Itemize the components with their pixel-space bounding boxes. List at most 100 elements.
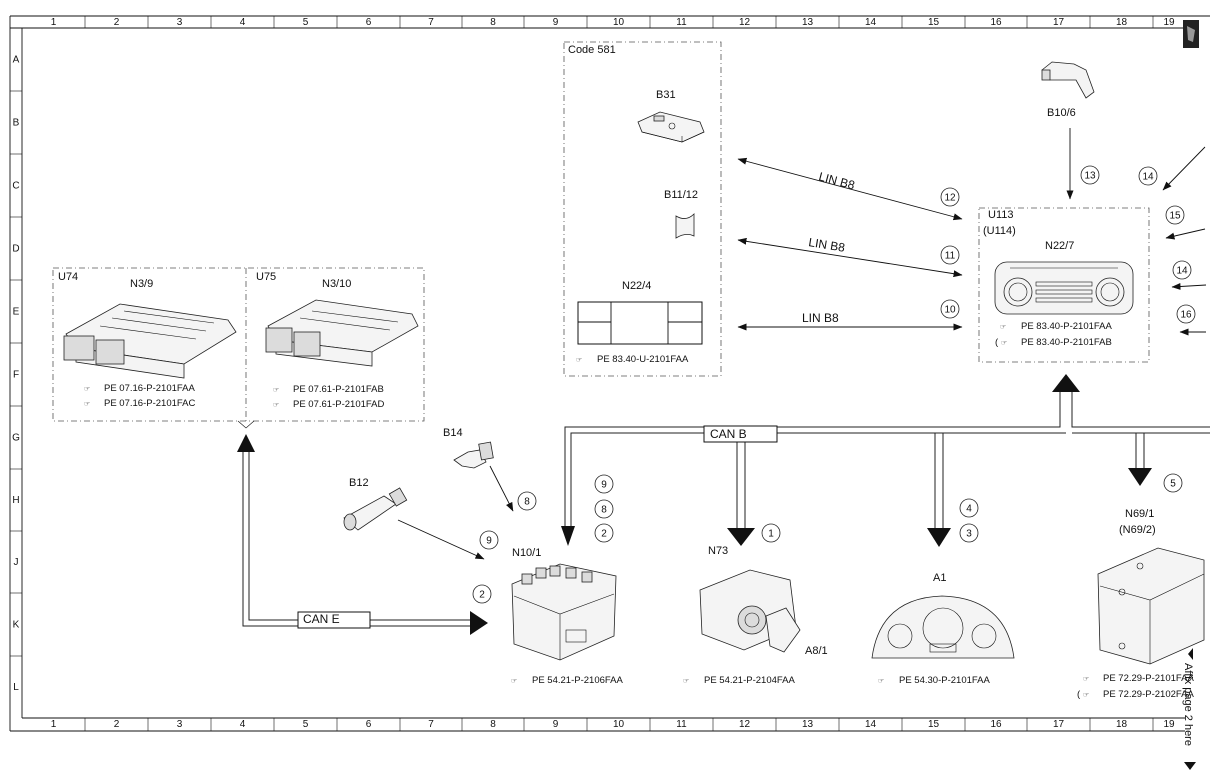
row-label: C <box>12 181 19 192</box>
n3-10-control-unit-icon <box>265 299 419 367</box>
circle-number-c3: 3 <box>959 523 979 543</box>
u113-label: U113 <box>988 209 1013 221</box>
arrow-to-u74-icon <box>237 434 255 452</box>
row-label: A <box>13 55 20 66</box>
ref-n69-b: ( ☞ PE 72.29-P-2102FAA <box>1077 689 1194 700</box>
b10-6-sensor-icon <box>1041 61 1095 99</box>
circle-number-c9b: 9 <box>479 530 499 550</box>
row-label: D <box>12 244 19 255</box>
lin-b8-label-3: LIN B8 <box>802 311 839 325</box>
svg-text:8: 8 <box>601 505 607 516</box>
b11-12-sensor-icon <box>675 213 695 239</box>
ref-n3-9-a: ☞ PE 07.16-P-2101FAA <box>84 383 195 394</box>
b14-sensor-icon <box>453 441 494 469</box>
n73-ignition-switch-icon <box>699 569 801 653</box>
ref-n22-7-a: ☞ PE 83.40-P-2101FAA <box>1000 321 1112 332</box>
svg-text:(: ( <box>995 337 999 348</box>
n22-4-panel-icon <box>577 301 703 345</box>
svg-text:PE 83.40-P-2101FAA: PE 83.40-P-2101FAA <box>1021 321 1112 332</box>
column-label: 4 <box>240 17 246 28</box>
arrow-to-u113-icon <box>1052 374 1080 392</box>
can-b-bus <box>561 374 1210 547</box>
pointer-hand-icon: ☞ <box>84 386 90 393</box>
arrow-to-a1-icon <box>927 528 951 547</box>
circle-number-c14b: 14 <box>1172 260 1192 280</box>
a8-1-label: A8/1 <box>805 645 828 657</box>
svg-text:3: 3 <box>966 529 972 540</box>
circle-number-c16: 16 <box>1176 304 1196 324</box>
column-label: 18 <box>1116 17 1128 28</box>
column-label: 10 <box>613 719 625 730</box>
svg-text:PE 54.21-P-2106FAA: PE 54.21-P-2106FAA <box>532 675 623 686</box>
row-label: G <box>12 433 20 444</box>
row-label: B <box>13 118 20 129</box>
column-label: 19 <box>1163 719 1175 730</box>
n10-1-module-icon <box>511 563 617 661</box>
circle-number-c12: 12 <box>940 187 960 207</box>
can-e-bus <box>237 434 488 635</box>
column-label: 2 <box>114 719 120 730</box>
column-label: 14 <box>865 17 877 28</box>
arrow-to-n10-1-icon <box>561 526 575 546</box>
column-label: 17 <box>1053 17 1065 28</box>
pointer-hand-icon: ☞ <box>878 678 884 685</box>
can-b-label: CAN B <box>710 427 747 441</box>
column-label: 2 <box>114 17 120 28</box>
column-label: 3 <box>177 719 183 730</box>
svg-text:14: 14 <box>1176 266 1188 277</box>
n3-9-control-unit-icon <box>63 303 237 379</box>
corner-marker-icon <box>1183 20 1199 48</box>
u75-label: U75 <box>256 271 276 283</box>
column-label: 13 <box>802 17 814 28</box>
u113-group-box <box>978 207 1150 363</box>
pointer-hand-icon: ☞ <box>273 402 279 409</box>
code-581-group-box <box>563 41 722 377</box>
arrow-to-n69-1-icon <box>1128 468 1152 486</box>
column-label: 8 <box>490 17 496 28</box>
column-label: 15 <box>928 17 940 28</box>
column-label: 16 <box>990 719 1002 730</box>
svg-text:13: 13 <box>1084 171 1096 182</box>
column-label: 17 <box>1053 719 1065 730</box>
triangle-marker-icon <box>1188 648 1193 660</box>
circle-number-c14a: 14 <box>1138 166 1158 186</box>
column-label: 10 <box>613 17 625 28</box>
circle-number-c2b: 2 <box>472 584 492 604</box>
column-label: 18 <box>1116 719 1128 730</box>
column-label: 14 <box>865 719 877 730</box>
b10-6-label: B10/6 <box>1047 107 1076 119</box>
drawing-border <box>9 15 1210 732</box>
b12-sensor-icon <box>343 487 408 531</box>
column-label: 12 <box>739 17 751 28</box>
row-label: L <box>13 682 19 693</box>
svg-text:PE 07.16-P-2101FAA: PE 07.16-P-2101FAA <box>104 383 195 394</box>
column-label: 5 <box>303 719 309 730</box>
svg-text:2: 2 <box>479 590 485 601</box>
a1-instrument-cluster-icon <box>871 595 1015 659</box>
n22-4-label: N22/4 <box>622 280 651 292</box>
column-label: 8 <box>490 719 496 730</box>
b12-label: B12 <box>349 477 369 489</box>
lin-b8-label-1: LIN B8 <box>817 169 856 192</box>
column-label: 9 <box>553 17 559 28</box>
n3-9-label: N3/9 <box>130 278 153 290</box>
a1-label: A1 <box>933 572 946 584</box>
row-label: F <box>13 370 19 381</box>
pointer-hand-icon: ☞ <box>84 401 90 408</box>
svg-text:PE 07.16-P-2101FAC: PE 07.16-P-2101FAC <box>104 398 195 409</box>
pointer-hand-icon: ☞ <box>1001 340 1007 347</box>
circle-number-c11: 11 <box>940 245 960 265</box>
pointer-hand-icon: ☞ <box>1083 692 1089 699</box>
column-label: 11 <box>676 17 687 28</box>
row-label: K <box>13 620 20 631</box>
n73-label: N73 <box>708 545 728 557</box>
svg-text:2: 2 <box>601 529 607 540</box>
ref-n3-10-a: ☞ PE 07.61-P-2101FAB <box>273 384 384 395</box>
pointer-hand-icon: ☞ <box>576 357 582 364</box>
column-label: 7 <box>428 17 434 28</box>
lin-b8-label-2: LIN B8 <box>808 235 847 255</box>
svg-text:1: 1 <box>768 529 774 540</box>
